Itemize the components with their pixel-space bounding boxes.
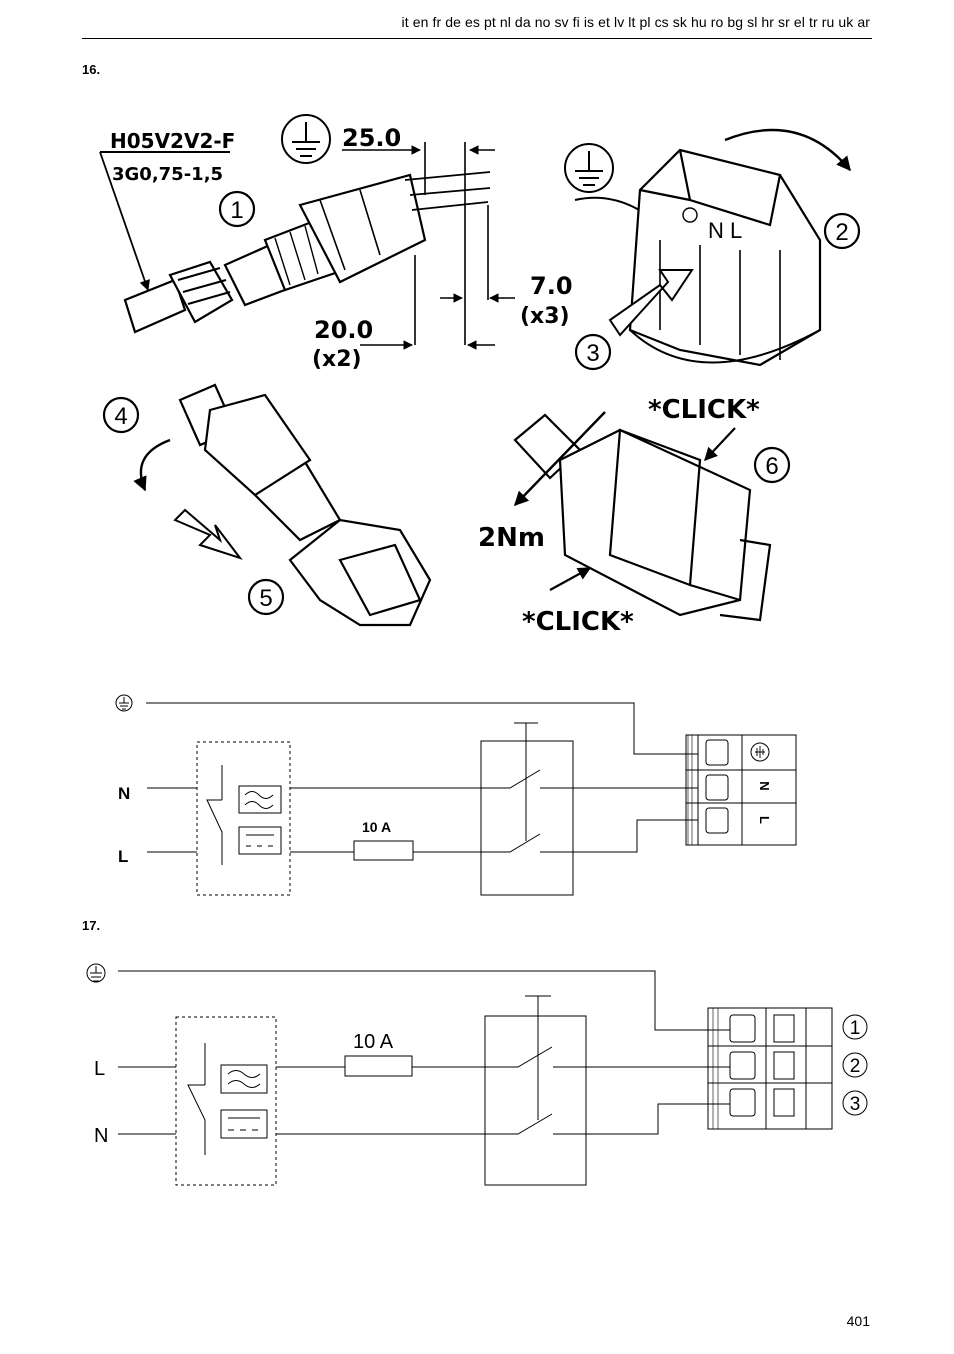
terminal-n-label: N xyxy=(757,781,772,790)
supply-box xyxy=(196,741,291,896)
step-5-number: 5 xyxy=(259,585,272,612)
terminal-1-label: 1 xyxy=(850,1018,861,1039)
connector-click-drawing: *CLICK* 6 2Nm *CLICK* xyxy=(478,395,791,637)
language-list: it en fr de es pt nl da no sv fi is et l… xyxy=(401,14,870,30)
step-3-number: 3 xyxy=(586,340,599,367)
dim-wire-length-count: (x2) xyxy=(312,347,362,372)
step-2-number: 2 xyxy=(835,219,848,246)
terminal-3-circle xyxy=(842,1090,868,1116)
torque-label: 2Nm xyxy=(478,523,545,553)
figure-16-label: 16. xyxy=(82,62,101,77)
wiring17-l-label: L xyxy=(94,1058,105,1080)
step-1-number: 1 xyxy=(230,197,243,224)
header-rule xyxy=(82,38,872,39)
cable-type-label: H05V2V2-F xyxy=(110,129,235,153)
wiring16-fuse-label: 10 A xyxy=(362,819,391,835)
step-4-number: 4 xyxy=(114,403,127,430)
dim-strip-wire: 7.0 xyxy=(530,272,573,300)
fuse-symbol-17 xyxy=(344,1055,413,1077)
ac-source-symbol xyxy=(238,785,282,814)
wiring16-l-label: L xyxy=(118,847,128,866)
isolator-switch xyxy=(480,740,574,896)
click-top-label: *CLICK* xyxy=(648,395,760,425)
terminal-letters: N L xyxy=(708,218,742,243)
terminal-block-17 xyxy=(707,1007,833,1130)
wiring-diagram-17 xyxy=(86,963,868,1186)
earth-icon xyxy=(115,694,133,712)
terminal-2-circle xyxy=(842,1052,868,1078)
click-bottom-label: *CLICK* xyxy=(522,607,634,637)
terminal-block-drawing: N L 2 3 xyxy=(564,128,861,371)
connector-assembly-illustration: H05V2V2-F 3G0,75-1,5 25.0 xyxy=(99,114,861,637)
terminal-1-circle xyxy=(842,1014,868,1040)
dc-source-symbol-17 xyxy=(220,1109,268,1139)
cable-spec-label: 3G0,75-1,5 xyxy=(112,164,223,185)
fuse-symbol xyxy=(353,840,414,861)
step-6-number: 6 xyxy=(765,453,778,480)
supply-box-17 xyxy=(175,1016,277,1186)
wiring17-n-label: N xyxy=(94,1125,108,1147)
cable-connector-drawing: H05V2V2-F 3G0,75-1,5 25.0 xyxy=(99,114,573,372)
ac-source-symbol-17 xyxy=(220,1064,268,1094)
wiring-diagram-16 xyxy=(115,694,797,896)
dim-wire-length: 20.0 xyxy=(314,316,373,344)
dim-strip-outer: 25.0 xyxy=(342,124,401,152)
dim-strip-wire-count: (x3) xyxy=(520,304,570,329)
wiring17-fuse-label: 10 A xyxy=(353,1031,394,1053)
terminal-block xyxy=(685,734,797,846)
page-number: 401 xyxy=(846,1313,870,1329)
connector-separation-drawing: 4 5 xyxy=(102,383,432,627)
figure-17-label: 17. xyxy=(82,918,101,933)
earth-icon xyxy=(86,963,106,983)
terminal-2-label: 2 xyxy=(850,1056,861,1077)
wiring16-n-label: N xyxy=(118,784,130,803)
isolator-switch-17 xyxy=(484,1015,587,1186)
terminal-l-label: L xyxy=(757,816,772,824)
dc-source-symbol xyxy=(238,826,282,855)
terminal-3-label: 3 xyxy=(850,1094,861,1115)
